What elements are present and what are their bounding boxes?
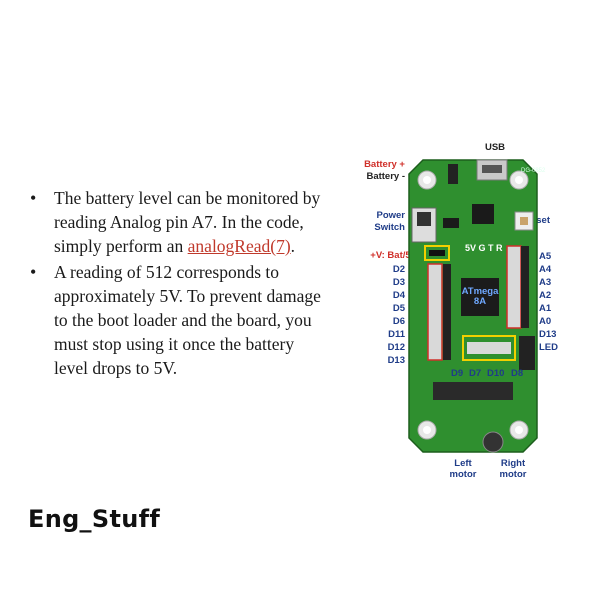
pin-label-right: A3 xyxy=(539,277,551,288)
usb-port xyxy=(482,165,502,173)
left-pin-labels: D2 D3 D4 D5 D6 D11 D12 D13 xyxy=(388,264,406,366)
chip-label-2: 8A xyxy=(474,296,486,307)
capacitor xyxy=(482,431,504,453)
vbat-jumper xyxy=(429,250,445,256)
brand-watermark: Eng_Stuff xyxy=(28,505,161,533)
right-motor-label-2: motor xyxy=(500,469,527,480)
usb-label: USB xyxy=(485,142,505,153)
power-switch-label-2: Switch xyxy=(374,222,405,233)
bullet-tail: . xyxy=(290,236,296,256)
reset-knob xyxy=(520,217,528,225)
pin-label-left: D13 xyxy=(388,355,405,366)
bottom-pin-label: D9 xyxy=(451,368,463,379)
pin-label-right: A4 xyxy=(539,264,552,275)
bottom-header xyxy=(467,342,511,354)
bullet-text: The battery level can be monitored by re… xyxy=(54,188,321,256)
led-header xyxy=(519,336,535,370)
left-motor-label-2: motor xyxy=(450,469,477,480)
vbat-label: +V: Bat/5V xyxy=(370,250,417,261)
pin-label-left: D5 xyxy=(393,303,406,314)
chip-top-label: 5V G T R xyxy=(465,243,503,253)
left-header-black xyxy=(443,264,451,360)
pin-label-left: D11 xyxy=(388,329,406,340)
motor-driver-row xyxy=(433,382,513,400)
mount-hole-center xyxy=(515,176,523,184)
power-switch-label-1: Power xyxy=(376,210,405,221)
pin-label-right: A5 xyxy=(539,251,552,262)
atmega-chip xyxy=(461,278,499,316)
bullet-item: The battery level can be monitored by re… xyxy=(28,186,328,258)
bottom-header-highlight xyxy=(462,335,516,361)
right-header-black xyxy=(521,246,529,328)
right-header xyxy=(506,245,522,329)
pin-label-right: A0 xyxy=(539,316,551,327)
chip-label-1: ATmega xyxy=(462,286,499,297)
small-chip xyxy=(443,218,459,228)
mount-hole-center xyxy=(423,426,431,434)
bullet-text: A reading of 512 corresponds to approxim… xyxy=(54,262,321,378)
mount-hole-center xyxy=(423,176,431,184)
model-text: DG-0852 xyxy=(521,168,546,174)
pin-label-left: D2 xyxy=(393,264,405,275)
vbat-jumper-highlight xyxy=(424,245,450,261)
right-pin-labels: A5 A4 A3 A2 A1 A0 D13 LED xyxy=(539,251,558,353)
right-motor-label-1: Right xyxy=(501,458,526,469)
pin-label-left: D4 xyxy=(393,290,406,301)
board-svg: USB Battery + Battery - Power Switch Res… xyxy=(364,142,558,480)
left-header xyxy=(427,263,443,361)
switch-knob xyxy=(417,212,431,226)
battery-header xyxy=(448,164,458,184)
regulator-chip xyxy=(472,204,494,224)
pin-label-left: D12 xyxy=(388,342,405,353)
led-label: LED xyxy=(539,342,558,353)
left-motor-label-1: Left xyxy=(454,458,472,469)
mount-hole-center xyxy=(515,426,523,434)
bullet-list: The battery level can be monitored by re… xyxy=(28,186,328,382)
pin-label-right: D13 xyxy=(539,329,556,340)
battery-plus-label: Battery + xyxy=(364,159,405,170)
bullet-item: A reading of 512 corresponds to approxim… xyxy=(28,260,328,380)
bottom-pin-label: D7 xyxy=(469,368,481,379)
pin-label-right: A2 xyxy=(539,290,551,301)
battery-minus-label: Battery - xyxy=(366,171,405,182)
pin-label-left: D6 xyxy=(393,316,405,327)
bottom-pin-label: D10 xyxy=(487,368,504,379)
board-diagram: USB Battery + Battery - Power Switch Res… xyxy=(355,138,558,483)
pin-label-right: A1 xyxy=(539,303,552,314)
bottom-pin-label: D8 xyxy=(511,368,523,379)
code-link[interactable]: analogRead(7) xyxy=(187,236,291,256)
pin-label-left: D3 xyxy=(393,277,405,288)
